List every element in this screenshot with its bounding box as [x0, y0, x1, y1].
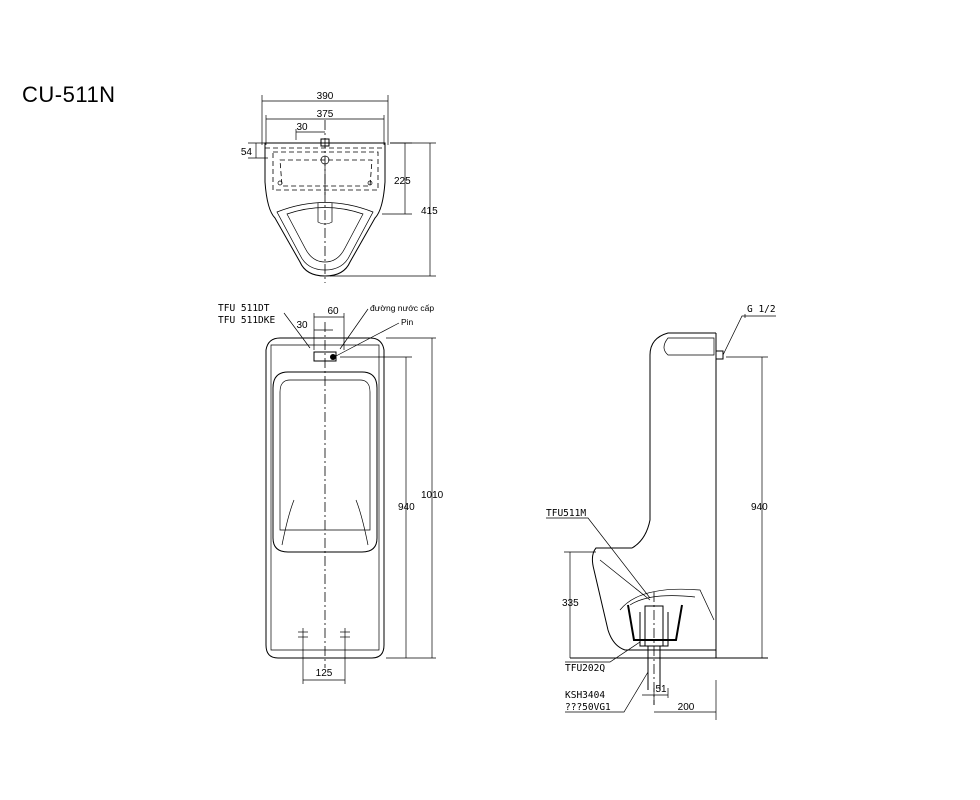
dim-front-supply-offset: 30	[296, 320, 308, 331]
label-trap: TFU511M	[546, 508, 586, 519]
dim-top-inlet-offset: 30	[296, 122, 308, 133]
top-view-outline	[264, 142, 386, 277]
label-water-supply: đường nước cấp	[370, 303, 434, 313]
label-battery: Pin	[401, 317, 414, 327]
label-outlet: TFU202Q	[565, 663, 605, 674]
dim-side-outlet-offset: 51	[655, 684, 667, 695]
top-view-tank-outline	[272, 151, 379, 191]
label-drain-2: ???50VG1	[565, 702, 611, 713]
front-view: 125 60 30 940 1010 TFU 511DT TFU 511DKE …	[218, 303, 444, 684]
dim-top-overall-width: 390	[317, 91, 334, 102]
top-view: 390 375 30 54 225 415	[241, 91, 438, 283]
side-view-supply-inlet	[715, 350, 724, 360]
dim-front-mount-spacing: 125	[316, 668, 333, 679]
dim-front-supply-width: 60	[327, 306, 339, 317]
label-supply-thread: G 1/2	[747, 304, 776, 315]
side-view: 940 335 51 200 G 1/2 TFU511M TFU202Q KSH…	[546, 304, 776, 720]
dim-top-depth-offset: 54	[241, 147, 253, 158]
dim-top-total-depth: 415	[421, 206, 438, 217]
dim-front-inlet-height: 940	[398, 502, 415, 513]
dim-top-rear-depth: 225	[394, 176, 411, 187]
label-drain-1: KSH3404	[565, 690, 605, 701]
label-sensor-1: TFU 511DT	[218, 303, 270, 314]
side-view-outline	[591, 332, 716, 651]
dim-side-wall-offset: 200	[678, 702, 695, 713]
front-view-outline	[265, 337, 385, 659]
dim-front-total-height: 1010	[421, 490, 444, 501]
top-view-bowl	[276, 202, 374, 271]
model-title: CU-511N	[22, 82, 116, 107]
front-view-bowl	[272, 371, 378, 553]
dim-side-outlet-height: 335	[562, 598, 579, 609]
dim-side-inlet-height: 940	[751, 502, 768, 513]
label-sensor-2: TFU 511DKE	[218, 315, 275, 326]
side-view-trap	[627, 604, 683, 641]
dim-top-inner-width: 375	[317, 109, 334, 120]
